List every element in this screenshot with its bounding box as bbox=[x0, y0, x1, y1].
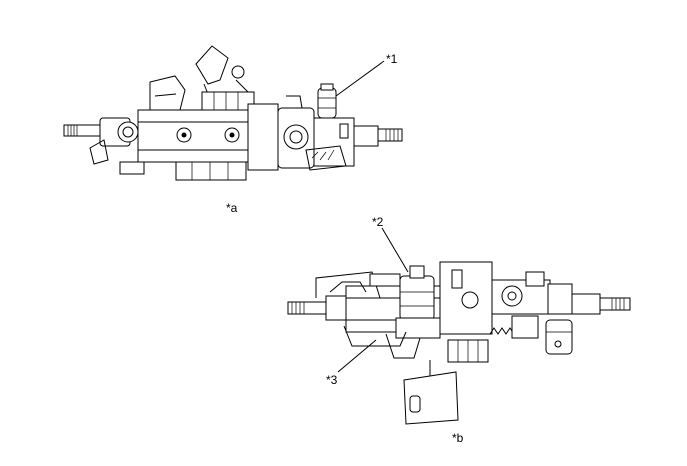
callout-3: *3 bbox=[326, 373, 338, 387]
callout-a: *a bbox=[226, 201, 238, 215]
steering-column-bottom-view bbox=[287, 227, 631, 425]
callout-2: *2 bbox=[372, 215, 384, 229]
callout-1: *1 bbox=[386, 52, 398, 66]
leader-line-1 bbox=[335, 60, 385, 97]
leader-line-2 bbox=[381, 227, 409, 273]
steering-column-top-view bbox=[63, 45, 403, 181]
callout-b: *b bbox=[452, 431, 464, 445]
leader-line-3 bbox=[337, 339, 377, 373]
